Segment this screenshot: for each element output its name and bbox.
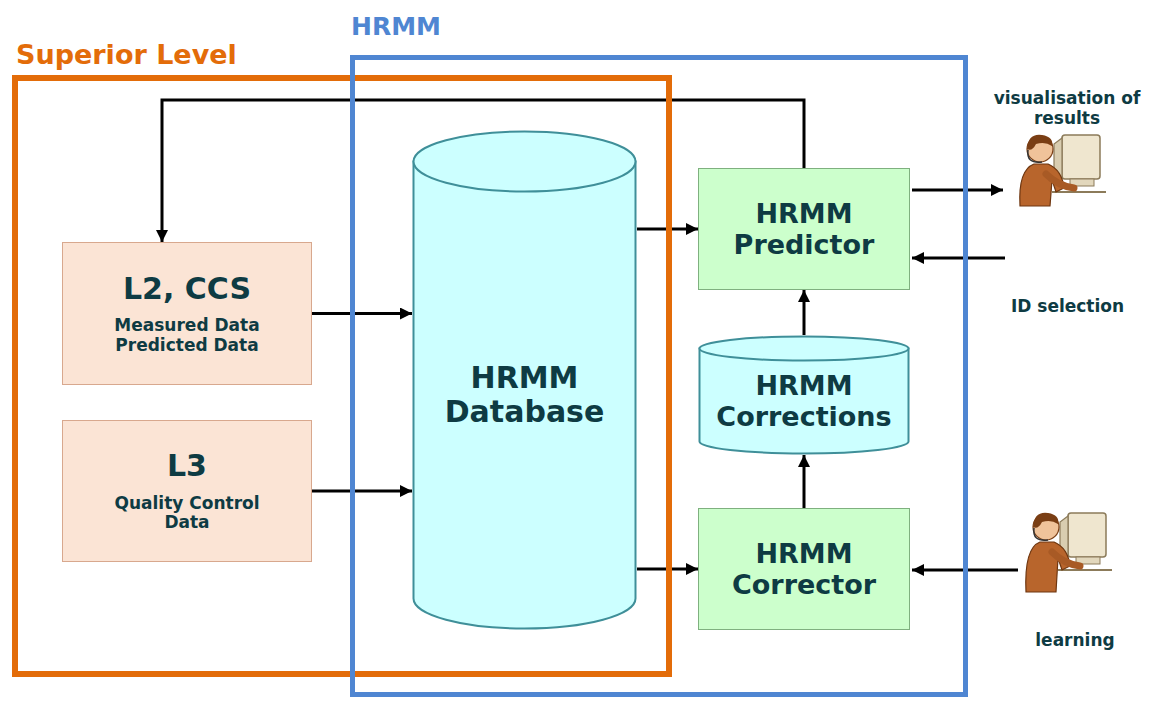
- region-title: Superior Level: [16, 39, 237, 70]
- user-icon-part: [1033, 513, 1058, 528]
- user-icon-part: [1052, 552, 1080, 566]
- user-icon: [1020, 135, 1106, 206]
- node-body: Measured Data Predicted Data: [102, 316, 272, 355]
- text-group: HRMM Database: [445, 361, 605, 430]
- node-title: HRMM Database: [445, 361, 605, 430]
- storage-cylinder: HRMM Corrections: [698, 335, 910, 455]
- node-title: HRMM Corrections: [716, 370, 891, 432]
- flow-arrow: [312, 490, 412, 493]
- process-box: L2, CCS Measured Data Predicted Data: [62, 242, 312, 385]
- input-arrow: [912, 257, 1005, 260]
- cylinder-body: [700, 349, 909, 454]
- user-icon-part: [1027, 135, 1052, 150]
- cylinder-top: [414, 132, 636, 192]
- process-box: HRMM Predictor: [698, 168, 910, 290]
- input-label: learning: [995, 630, 1155, 650]
- node-title: L2, CCS: [123, 272, 251, 307]
- region-frame: HRMM Database HRMM PredictorHRMM Correcti…: [350, 55, 968, 697]
- cylinder-body: [414, 162, 636, 629]
- user-icon-part: [1068, 513, 1106, 557]
- text-group: L3Quality Control Data: [100, 449, 275, 533]
- user-icon-part: [1062, 135, 1100, 179]
- text-group: HRMM Predictor: [734, 198, 875, 260]
- node-title: HRMM Corrector: [732, 538, 876, 600]
- flow-arrow: [803, 290, 806, 335]
- database-cylinder: HRMM Database: [412, 130, 637, 630]
- user-icon-part: [1058, 569, 1112, 571]
- output-label: visualisation of results: [983, 88, 1151, 129]
- flow-arrow: [803, 455, 806, 508]
- output-arrow: [912, 189, 1003, 192]
- user-icon-part: [1026, 542, 1070, 592]
- cylinder-top: [700, 337, 909, 361]
- text-group: HRMM Corrections: [716, 370, 891, 432]
- node-title: L3: [167, 449, 207, 484]
- region-title: HRMM: [351, 13, 441, 42]
- node-body: Quality Control Data: [100, 494, 275, 533]
- text-group: HRMM Corrector: [732, 538, 876, 600]
- user-icon-part: [1046, 174, 1074, 188]
- flow-arrow: [312, 312, 412, 315]
- user-icon-part: [1028, 150, 1042, 162]
- text-group: L2, CCS Measured Data Predicted Data: [102, 272, 272, 356]
- user-icon-part: [1052, 191, 1106, 193]
- user-icon: [1026, 513, 1112, 592]
- input-label: ID selection: [990, 296, 1145, 316]
- process-box: HRMM Corrector: [698, 508, 910, 630]
- node-title: HRMM Predictor: [734, 198, 875, 260]
- user-icon-part: [1034, 528, 1048, 540]
- process-box: L3Quality Control Data: [62, 420, 312, 562]
